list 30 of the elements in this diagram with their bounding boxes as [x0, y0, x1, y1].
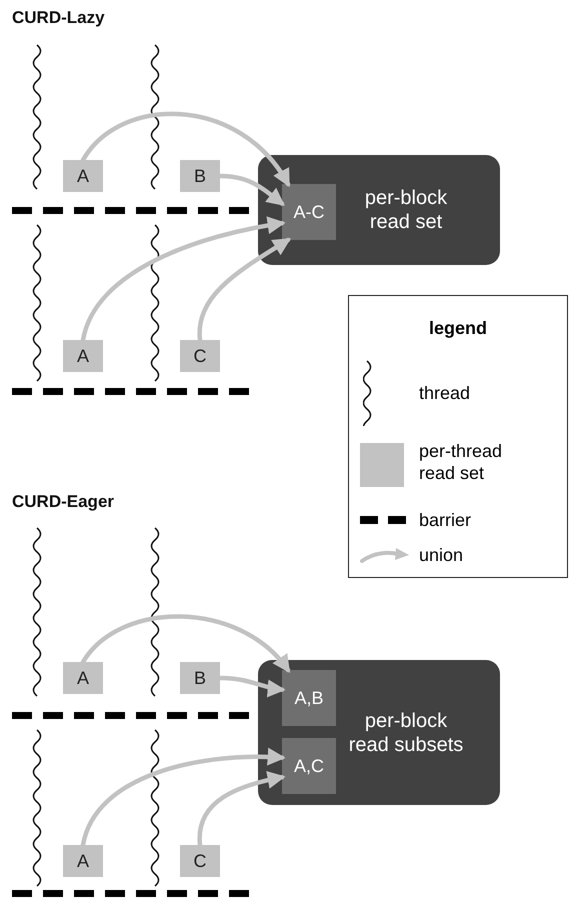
- per-thread-read-set: C: [180, 845, 220, 877]
- union-arrow: [218, 676, 286, 697]
- legend-label: thread: [419, 382, 472, 404]
- section-heading: CURD-Lazy: [12, 8, 105, 28]
- per-block-panel: [258, 155, 500, 265]
- per-thread-read-set: A: [63, 340, 103, 372]
- legend-label: barrier: [419, 509, 472, 531]
- per-thread-read-set: A: [63, 845, 103, 877]
- panel-text: per-block read subsets: [348, 708, 464, 758]
- legend-label: per-thread read set: [419, 440, 504, 484]
- union-arrow: [80, 216, 286, 342]
- legend-title: legend: [428, 318, 488, 339]
- legend-label: union: [419, 544, 464, 566]
- per-thread-read-set: A: [63, 662, 103, 694]
- read-set-box: A,B: [282, 670, 336, 726]
- read-set-box: A-C: [282, 184, 336, 240]
- per-thread-read-set: C: [180, 340, 220, 372]
- per-thread-read-set: A: [63, 160, 103, 192]
- union-arrow: [80, 614, 290, 673]
- per-thread-read-set: B: [180, 662, 220, 694]
- union-arrow: [80, 112, 290, 187]
- union-arrow: [218, 174, 285, 206]
- section-heading: CURD-Eager: [12, 492, 114, 512]
- read-set-box: A,C: [282, 738, 336, 794]
- per-block-panel: [258, 660, 500, 805]
- panel-text: per-block read set: [364, 186, 448, 235]
- union-arrow: [198, 238, 292, 342]
- union-arrow: [198, 771, 286, 848]
- per-thread-read-set: B: [180, 160, 220, 192]
- union-arrow: [80, 748, 286, 848]
